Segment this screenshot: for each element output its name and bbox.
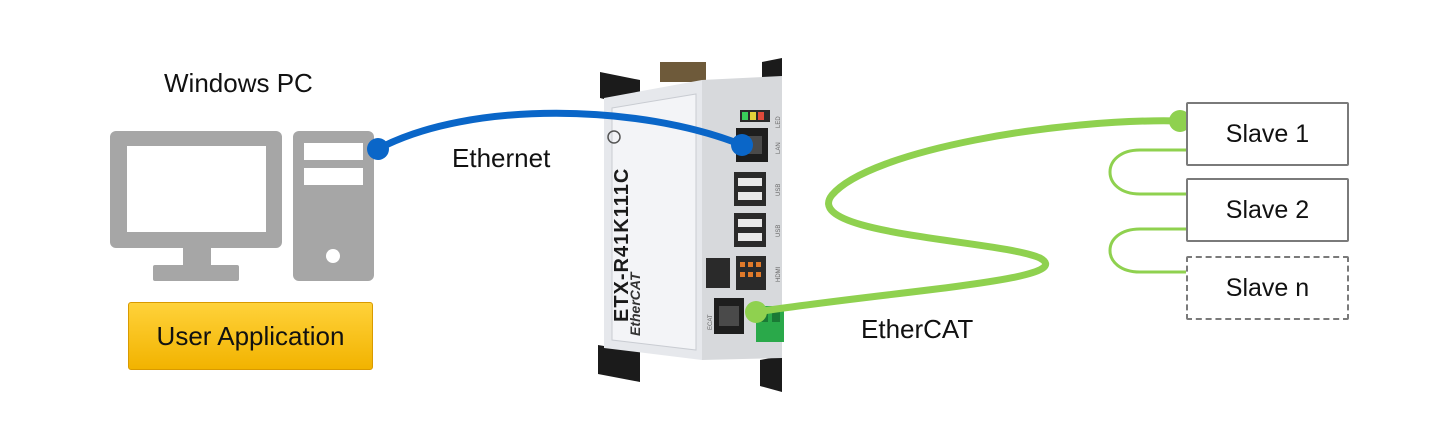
port-label-usb-2: USB	[776, 225, 782, 237]
etx-controller-device	[598, 58, 784, 392]
monitor-icon	[110, 131, 282, 281]
slave-1-box: Slave 1	[1186, 102, 1349, 166]
port-label-lan: LAN	[776, 142, 782, 154]
device-brand-label: EtherCAT	[627, 271, 643, 336]
ethernet-endpoint-device	[731, 134, 753, 156]
slave-link-1-2	[1108, 148, 1186, 196]
windows-pc-title: Windows PC	[164, 68, 313, 98]
port-label-ecat: ECAT	[708, 314, 714, 330]
port-label-usb-1: USB	[776, 184, 782, 196]
port-label-led: LED	[776, 116, 782, 128]
device-model-label: ETX-R41K111C	[611, 168, 633, 322]
ethernet-label: Ethernet	[452, 143, 551, 173]
user-application-box: User Application	[128, 302, 373, 370]
port-label-hdmi: HDMI	[776, 266, 782, 282]
ethercat-endpoint-slave	[1169, 110, 1191, 132]
ethercat-endpoint-device	[745, 301, 767, 323]
ethercat-cable	[752, 117, 1184, 316]
ethernet-cable	[374, 109, 746, 153]
slave-link-2-n	[1108, 227, 1186, 274]
slave-n-box: Slave n	[1186, 256, 1349, 320]
ethercat-label: EtherCAT	[861, 314, 974, 344]
ethernet-endpoint-pc	[367, 138, 389, 160]
pc-tower-icon	[293, 131, 374, 281]
slave-2-box: Slave 2	[1186, 178, 1349, 242]
